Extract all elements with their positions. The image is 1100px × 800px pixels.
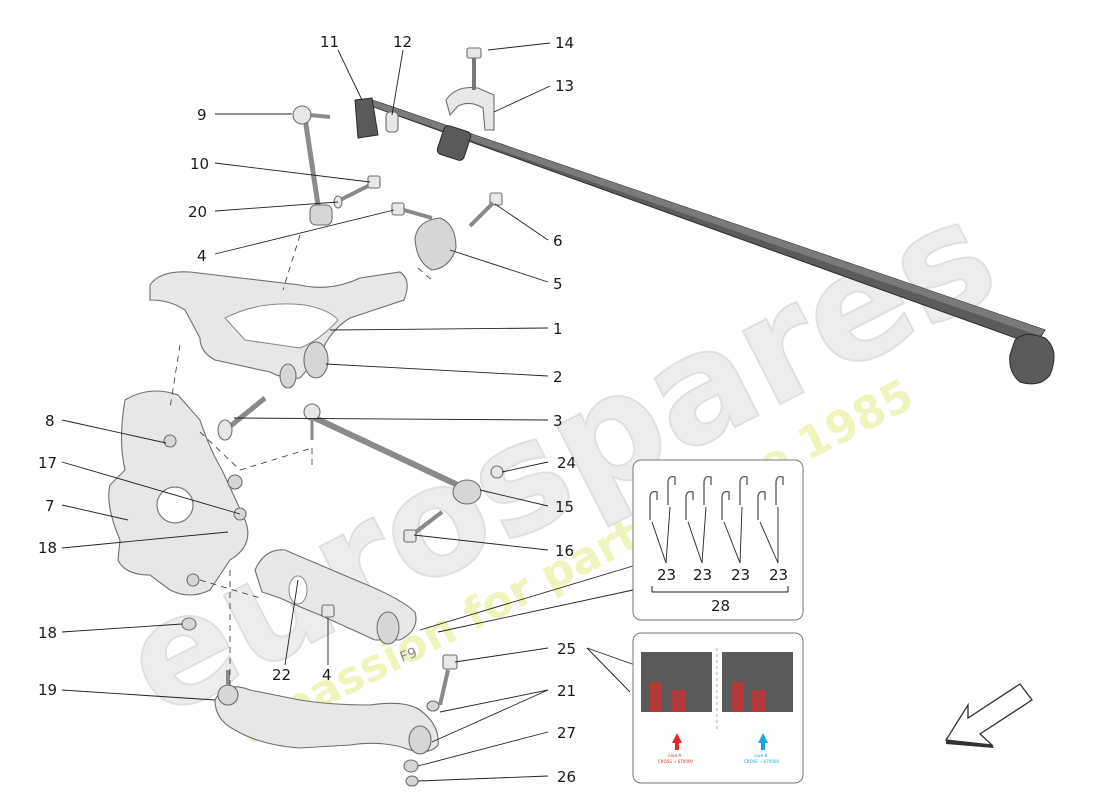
variant-inset: case A CROSS → 670000 case B CROSS → 670… [632, 632, 804, 784]
callout-labels: 1 2 3 4 4 5 6 7 8 9 10 11 12 13 14 15 16… [38, 33, 576, 786]
callout-label: 24 [557, 454, 576, 472]
clip-inset: 23 23 23 23 28 [632, 459, 804, 621]
bracket-part [445, 86, 495, 131]
callout-label: 17 [38, 454, 57, 472]
callout-label: 4 [322, 666, 332, 684]
clip-label: 23 [657, 566, 676, 584]
bolt-part-16 [403, 510, 444, 543]
nut-part-18-lower [181, 617, 197, 631]
washer-part-26 [405, 775, 419, 787]
callout-label: 25 [557, 640, 576, 658]
bolt-part-3 [217, 396, 267, 441]
bolt-part-10 [339, 175, 381, 202]
leader-lines [61, 42, 636, 782]
link-rod [292, 105, 333, 226]
callout-label: 3 [553, 412, 563, 430]
bolt-part-4-upper [391, 202, 433, 220]
callout-label: 7 [45, 497, 55, 515]
callout-label: 5 [553, 275, 563, 293]
variant-caption-left: case A [668, 753, 681, 758]
callout-label: 22 [272, 666, 291, 684]
callout-label: 12 [393, 33, 412, 51]
callout-label: 20 [188, 203, 207, 221]
callout-label: 14 [555, 34, 574, 52]
clip-label: 23 [731, 566, 750, 584]
variant-sub-left: CROSS → 670000 [658, 759, 693, 764]
direction-arrow-icon [944, 683, 1033, 748]
callout-label: 18 [38, 624, 57, 642]
bolt-part-14 [466, 47, 482, 90]
clamp-bushing [436, 125, 472, 161]
stabilizer-bar [354, 97, 1055, 385]
bushing-part-5 [414, 217, 457, 271]
arrow-red-icon [672, 733, 682, 750]
tie-rod [303, 403, 482, 505]
callout-label: 4 [197, 247, 207, 265]
clip-label: 23 [693, 566, 712, 584]
clip-label: 23 [769, 566, 788, 584]
callout-label: 15 [555, 498, 574, 516]
nut-part-24 [490, 465, 504, 479]
callout-label: 16 [555, 542, 574, 560]
arrow-blue-icon [758, 733, 768, 750]
nut-part-8 [163, 434, 177, 448]
bolt-part-4-lower [321, 604, 335, 618]
callout-label: 26 [557, 768, 576, 786]
callout-label: 13 [555, 77, 574, 95]
bushing-part [385, 111, 399, 133]
callout-label: 1 [553, 320, 563, 338]
lower-control-arm [214, 686, 439, 753]
callout-label: 2 [553, 368, 563, 386]
variant-caption-right: case B [754, 753, 767, 758]
callout-label: 10 [190, 155, 209, 173]
bushing-part-2 [303, 341, 329, 379]
callout-label: 18 [38, 539, 57, 557]
part-marks: F9 [398, 645, 419, 666]
variant-sub-right: CROSS → 670000 [744, 759, 779, 764]
callout-label: 9 [197, 106, 207, 124]
callout-label: 11 [320, 33, 339, 51]
clip-group-label: 28 [711, 597, 730, 615]
callout-label: 8 [45, 412, 55, 430]
nut-part-27 [403, 759, 419, 773]
lower-arm [254, 549, 417, 641]
callout-label: 6 [553, 232, 563, 250]
callout-label: 21 [557, 682, 576, 700]
bolt-part-25 [438, 654, 458, 706]
callout-label: 27 [557, 724, 576, 742]
callout-label: 19 [38, 681, 57, 699]
assembly-lines [169, 234, 435, 690]
bolt-part-6 [468, 192, 503, 228]
